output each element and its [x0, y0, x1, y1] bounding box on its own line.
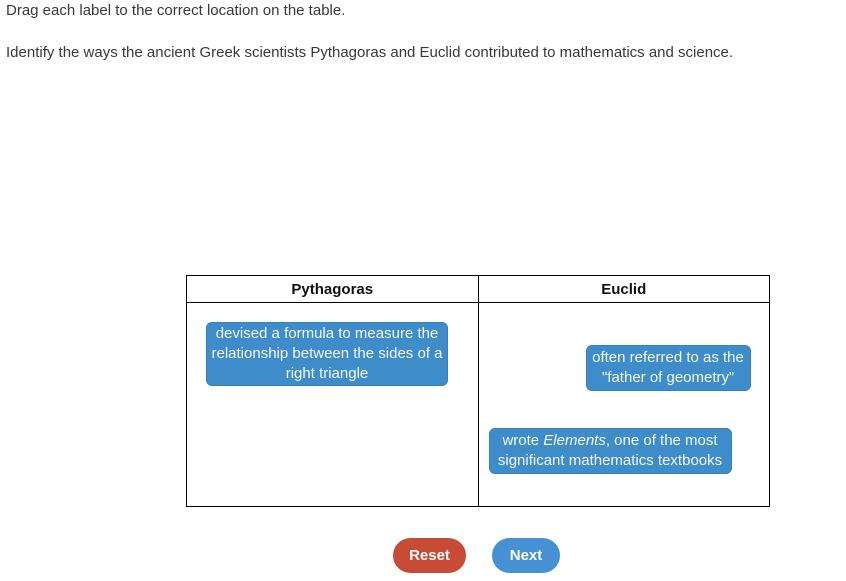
- answer-table: Pythagoras devised a formula to measure …: [186, 275, 770, 507]
- dropzone-pythagoras[interactable]: devised a formula to measure the relatio…: [187, 303, 478, 506]
- next-button[interactable]: Next: [492, 538, 560, 573]
- column-pythagoras: Pythagoras devised a formula to measure …: [187, 276, 478, 506]
- column-header-euclid: Euclid: [478, 276, 769, 303]
- column-euclid: Euclid often referred to as the "father …: [477, 276, 770, 506]
- reset-button[interactable]: Reset: [393, 538, 466, 573]
- label-chip-father-of-geometry[interactable]: often referred to as the "father of geom…: [585, 345, 751, 391]
- column-header-pythagoras: Pythagoras: [187, 276, 478, 303]
- label-chip-wrote-elements[interactable]: wrote Elements, one of the most signific…: [488, 428, 732, 474]
- label-chip-right-triangle[interactable]: devised a formula to measure the relatio…: [206, 322, 448, 386]
- dropzone-euclid[interactable]: often referred to as the "father of geom…: [479, 303, 770, 506]
- instruction-drag: Drag each label to the correct location …: [6, 2, 346, 19]
- instruction-identify: Identify the ways the ancient Greek scie…: [6, 44, 734, 61]
